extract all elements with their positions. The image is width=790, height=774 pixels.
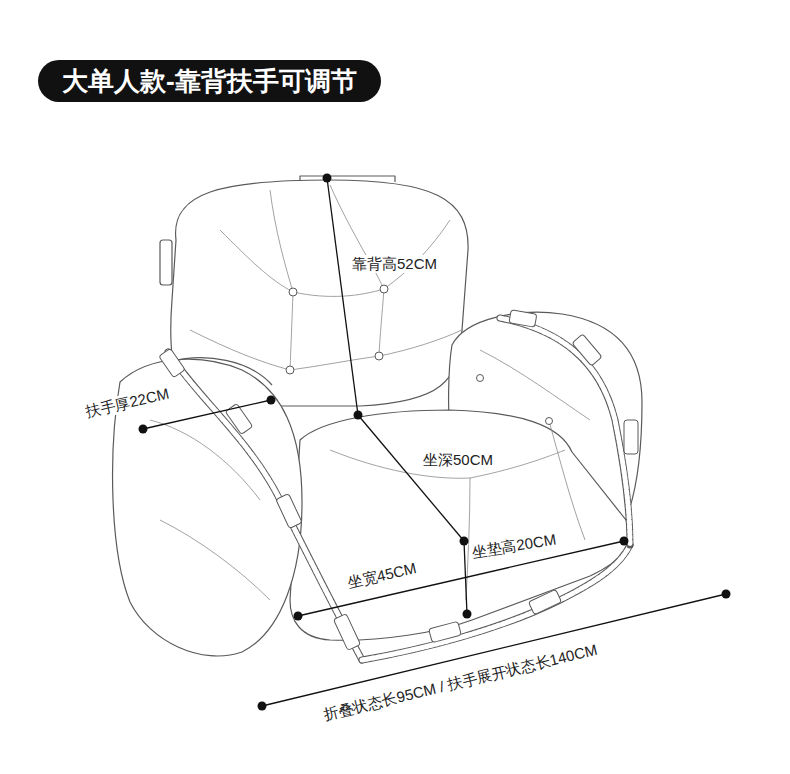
dimension-label: 扶手厚22CM — [82, 384, 173, 422]
buttons — [286, 285, 553, 425]
rope-sleeves — [159, 310, 638, 651]
tufting — [150, 185, 590, 600]
dimension-label: 靠背高52CM — [350, 255, 439, 273]
ropes — [168, 318, 630, 660]
title-pill: 大单人款-靠背扶手可调节 — [38, 60, 381, 102]
dimension-label: 折叠状态长95CM / 扶手展开状态长140CM — [320, 640, 601, 724]
seat-cushion — [290, 410, 629, 640]
dimension-lines — [143, 178, 726, 706]
backrest-top — [300, 176, 395, 182]
dimension-label: 坐垫高20CM — [469, 530, 560, 562]
chair-outline — [113, 176, 642, 656]
dimension-dots — [139, 174, 731, 711]
strap — [160, 240, 172, 285]
dimension-label: 坐深50CM — [421, 451, 495, 469]
title-text: 大单人款-靠背扶手可调节 — [62, 64, 357, 98]
dimension-label: 坐宽45CM — [344, 559, 420, 593]
